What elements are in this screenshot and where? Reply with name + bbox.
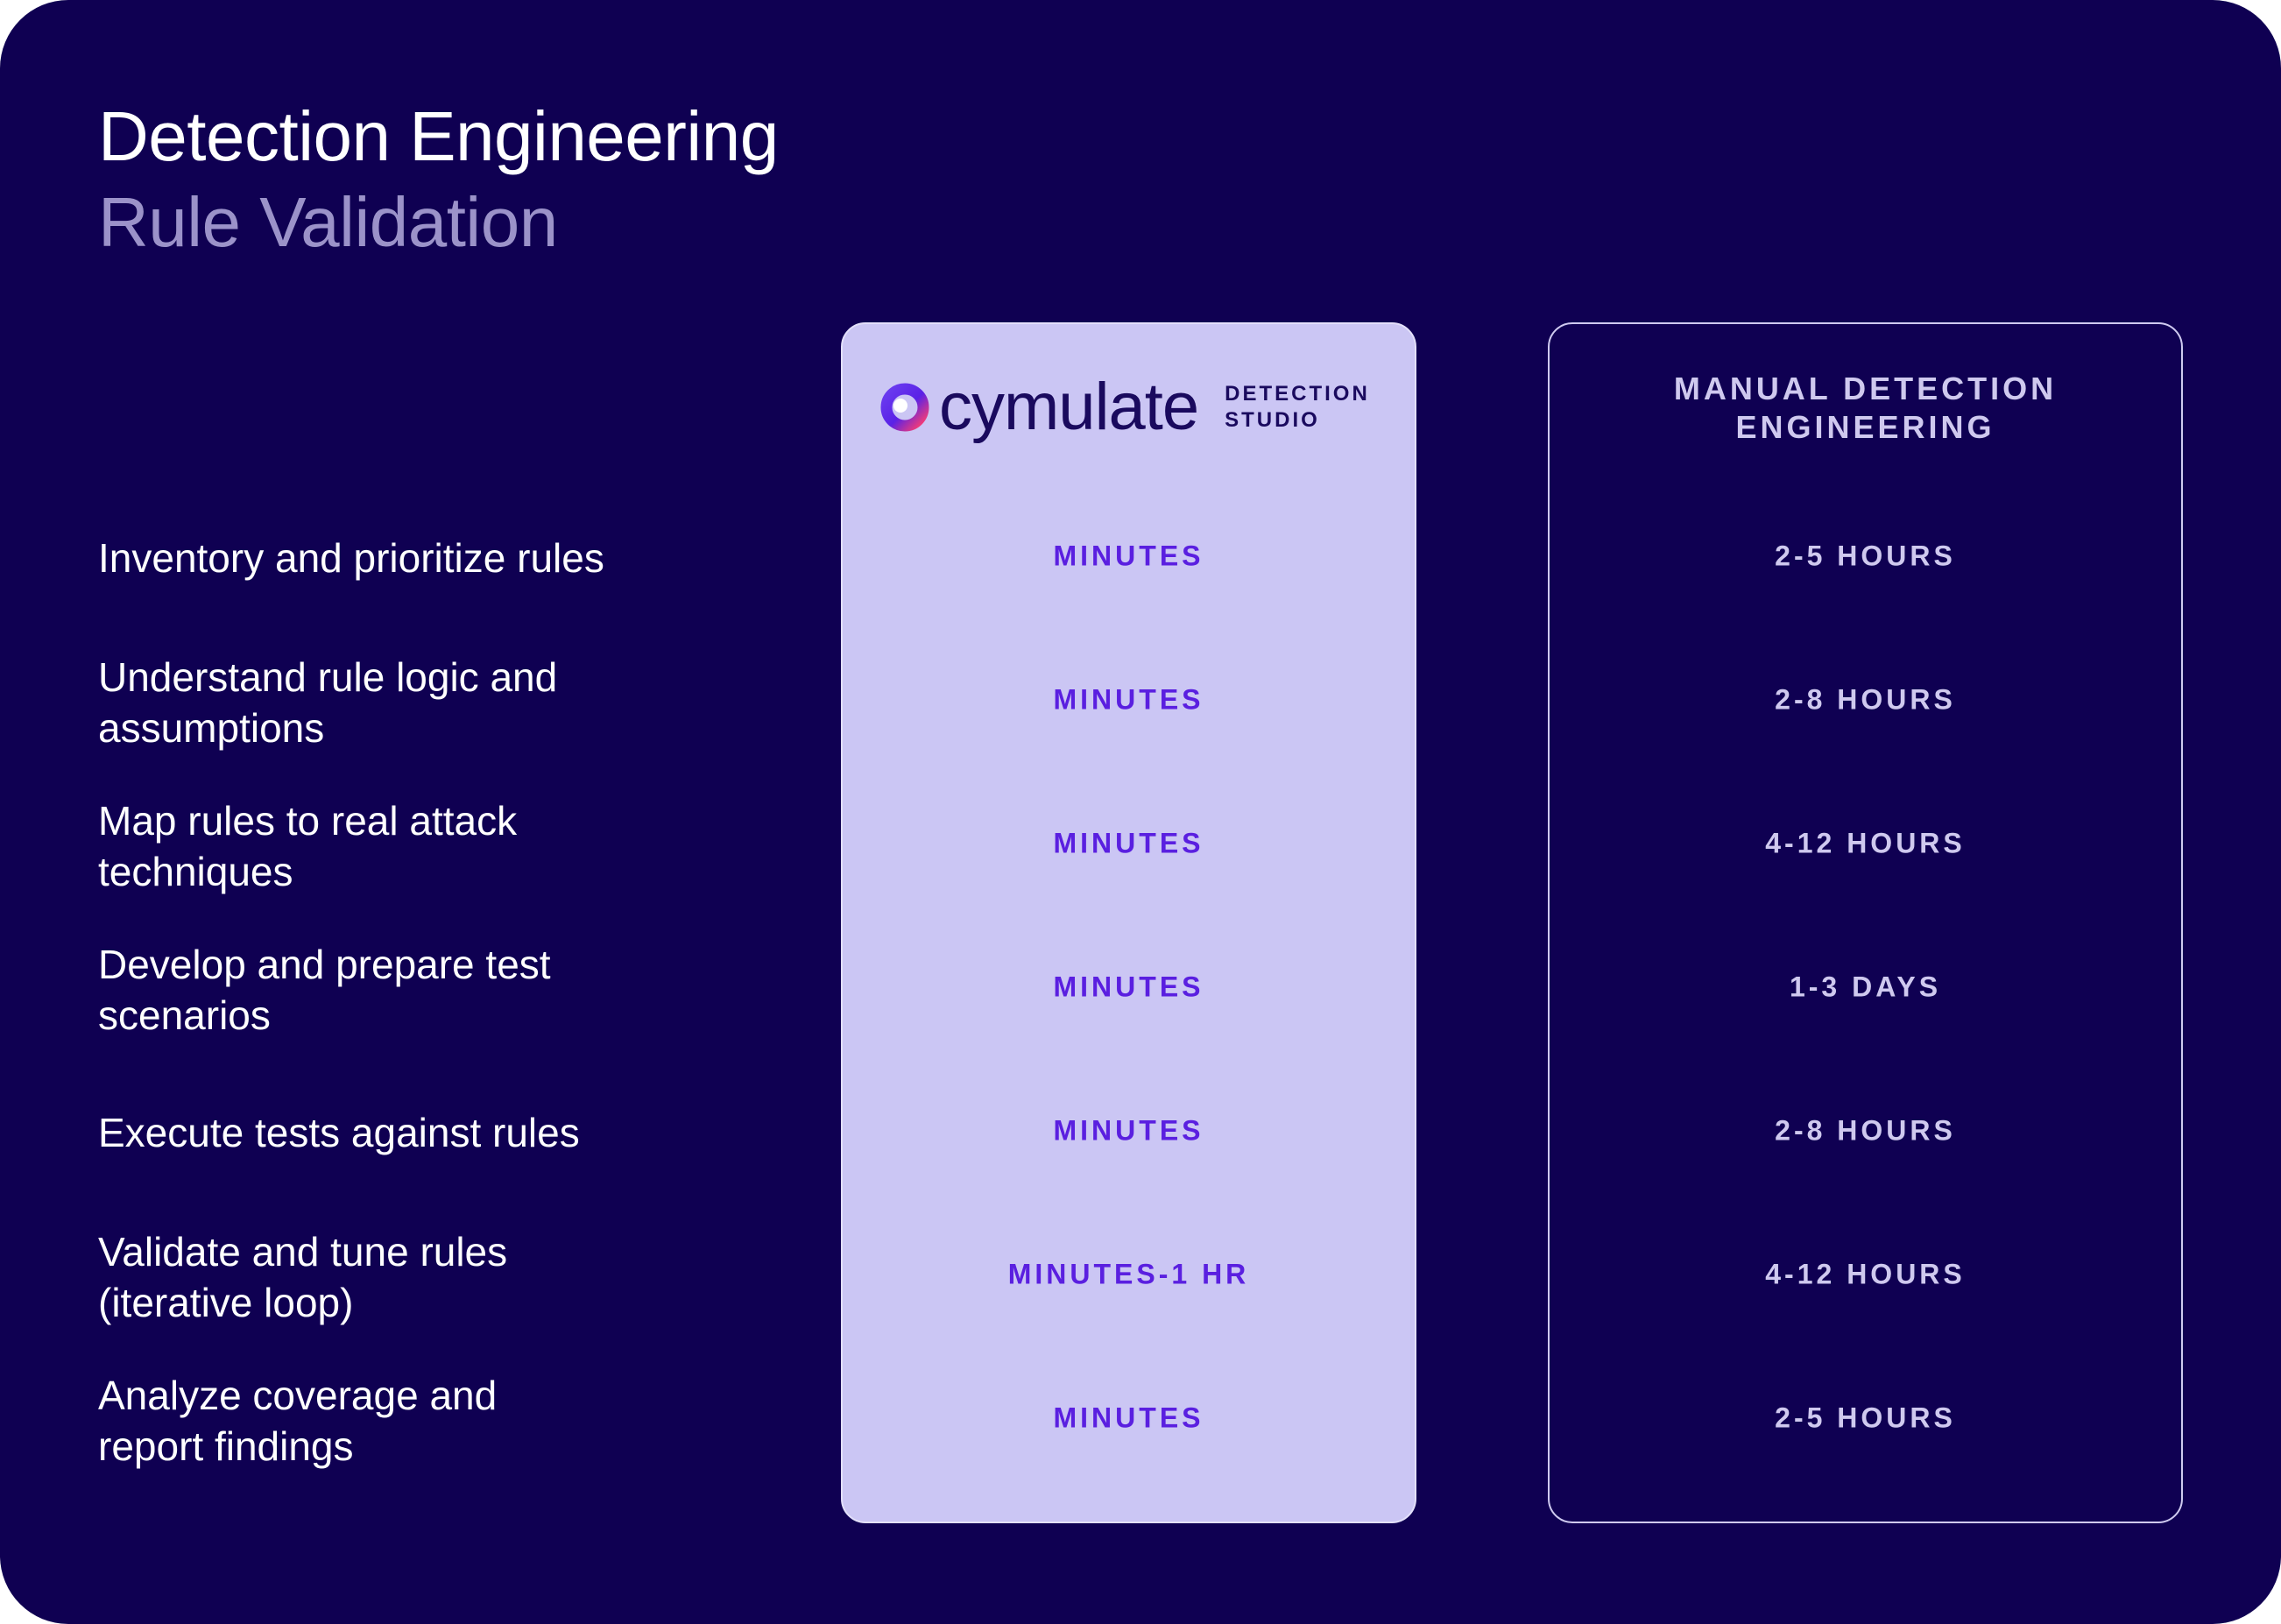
- page-title: Detection Engineering: [98, 97, 779, 175]
- cymulate-column: cymulate DETECTION STUDIO MINUTES MINUTE…: [841, 322, 1416, 1523]
- cymulate-cell: MINUTES: [1053, 540, 1204, 572]
- cymulate-product-line: STUDIO: [1225, 408, 1320, 432]
- row-label-line: Validate and tune rules: [98, 1229, 508, 1274]
- manual-column-heading: MANUAL DETECTION ENGINEERING: [1550, 370, 2181, 447]
- row-label-inventory: Inventory and prioritize rules: [98, 533, 729, 583]
- row-label-understand: Understand rule logic and assumptions: [98, 652, 729, 753]
- cymulate-product-line: DETECTION: [1225, 382, 1370, 406]
- row-label-execute: Execute tests against rules: [98, 1107, 729, 1158]
- row-label-line: Understand rule logic and: [98, 654, 558, 700]
- row-label-line: Map rules to real attack: [98, 798, 518, 844]
- manual-cell: 4-12 HOURS: [1765, 827, 1966, 859]
- cymulate-cell: MINUTES: [1053, 971, 1204, 1003]
- cymulate-cell: MINUTES: [1053, 1402, 1204, 1434]
- cymulate-wordmark: cymulate: [939, 370, 1199, 444]
- cymulate-cell: MINUTES: [1053, 683, 1204, 716]
- row-label-line: (iterative loop): [98, 1280, 354, 1325]
- manual-heading-line: ENGINEERING: [1735, 409, 1995, 445]
- row-label-analyze: Analyze coverage and report findings: [98, 1370, 729, 1472]
- row-label-line: Inventory and prioritize rules: [98, 535, 604, 581]
- manual-cell: 2-5 HOURS: [1775, 540, 1956, 572]
- page-subtitle: Rule Validation: [98, 183, 558, 261]
- cymulate-cell: MINUTES: [1053, 1114, 1204, 1147]
- row-label-line: techniques: [98, 849, 293, 894]
- row-label-line: Analyze coverage and: [98, 1373, 498, 1418]
- cymulate-cell: MINUTES-1 HR: [1007, 1258, 1250, 1290]
- row-label-line: Execute tests against rules: [98, 1110, 580, 1155]
- manual-cell: 1-3 DAYS: [1789, 971, 1942, 1003]
- cymulate-ring-logo-icon: [880, 383, 929, 432]
- row-label-line: report findings: [98, 1423, 354, 1469]
- manual-heading-line: MANUAL DETECTION: [1673, 371, 2058, 406]
- row-label-validate: Validate and tune rules (iterative loop): [98, 1226, 729, 1328]
- cymulate-logo: cymulate DETECTION STUDIO: [879, 370, 1370, 444]
- manual-cell: 2-8 HOURS: [1775, 1114, 1956, 1147]
- row-label-line: Develop and prepare test: [98, 942, 551, 987]
- row-label-develop: Develop and prepare test scenarios: [98, 939, 729, 1041]
- manual-cell: 2-8 HOURS: [1775, 683, 1956, 716]
- cymulate-cell: MINUTES: [1053, 827, 1204, 859]
- manual-cell: 4-12 HOURS: [1765, 1258, 1966, 1290]
- cymulate-product-name: DETECTION STUDIO: [1225, 381, 1370, 434]
- manual-column: MANUAL DETECTION ENGINEERING 2-5 HOURS 2…: [1548, 322, 2183, 1523]
- row-label-line: assumptions: [98, 705, 325, 751]
- manual-cell: 2-5 HOURS: [1775, 1402, 1956, 1434]
- row-label-line: scenarios: [98, 992, 271, 1038]
- row-label-map: Map rules to real attack techniques: [98, 795, 729, 897]
